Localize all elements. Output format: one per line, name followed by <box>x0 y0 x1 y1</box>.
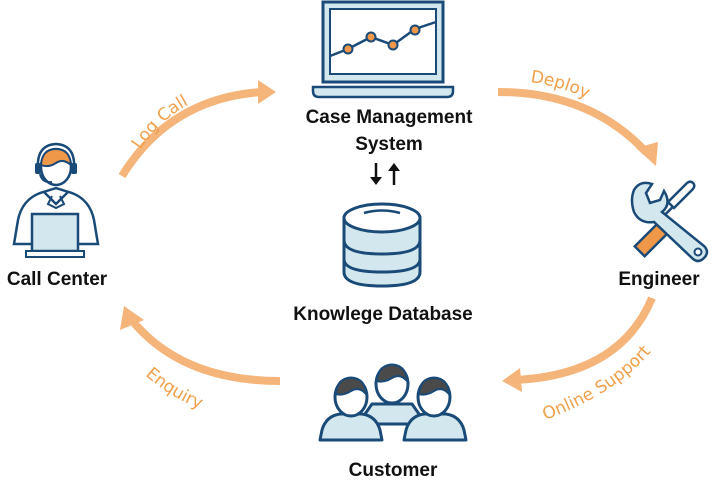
arrowhead-icon <box>120 306 144 330</box>
customer-label: Customer <box>349 460 438 481</box>
arrowhead-icon <box>258 80 276 104</box>
wrench-screwdriver-icon <box>630 180 709 263</box>
case-management-label-line2: System <box>355 134 423 155</box>
database-icon <box>342 202 422 288</box>
chart-point <box>409 24 421 36</box>
flow-arrow-log-call <box>118 80 276 179</box>
arrowhead-icon <box>502 368 522 392</box>
engineer-label: Engineer <box>618 269 700 290</box>
flow-label-online-support: Online Support <box>540 342 655 425</box>
chart-point <box>342 43 354 55</box>
case-management-label-line1: Case Management <box>306 107 474 128</box>
arrowhead-icon <box>636 142 658 166</box>
flow-arrow-deploy <box>497 88 658 166</box>
chart-point <box>387 39 399 51</box>
headset-agent-icon <box>12 142 100 258</box>
chart-point <box>365 31 377 43</box>
laptop-chart-icon <box>311 0 455 99</box>
user-group-icon <box>318 363 468 442</box>
flow-label-enquiry: Enquiry <box>142 364 206 414</box>
flow-arrow-online-support <box>502 296 656 392</box>
bidirectional-arrow-icon <box>370 163 400 185</box>
call-center-label: Call Center <box>7 269 108 290</box>
flow-label-log-call: Log Call <box>128 91 192 152</box>
knowledge-db-label: Knowlege Database <box>293 304 473 325</box>
flow-arrow-enquiry <box>120 306 281 385</box>
